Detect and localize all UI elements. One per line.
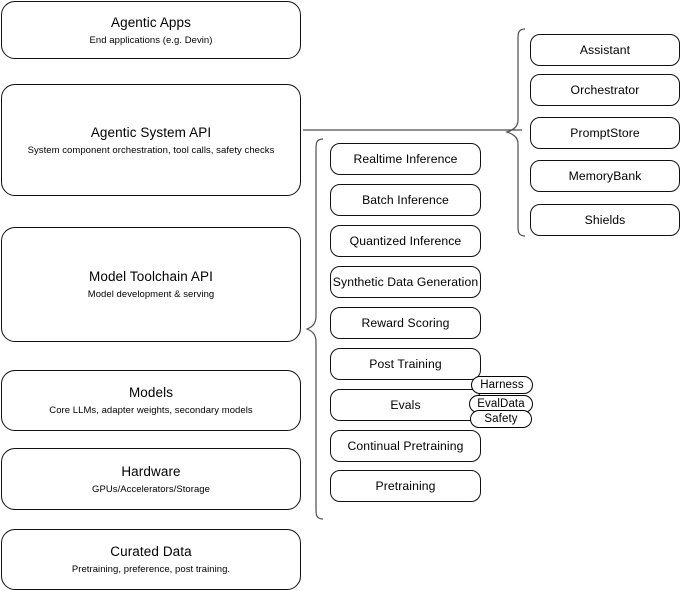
toolchain-item-label: Continual Pretraining — [347, 438, 464, 453]
system-item-assistant[interactable]: Assistant — [530, 34, 680, 66]
system-item-label: MemoryBank — [568, 168, 642, 183]
system-item-promptstore[interactable]: PromptStore — [530, 117, 680, 149]
eval-badge-safety[interactable]: Safety — [470, 410, 532, 428]
toolchain-item-label: Evals — [390, 397, 421, 412]
system-item-label: PromptStore — [570, 125, 640, 140]
toolchain-item-continual-pretraining[interactable]: Continual Pretraining — [330, 430, 481, 462]
layer-box-agentic-apps[interactable]: Agentic Apps End applications (e.g. Devi… — [1, 1, 301, 59]
system-item-shields[interactable]: Shields — [530, 204, 680, 236]
layer-subtitle: Model development & serving — [87, 289, 215, 300]
layer-box-models[interactable]: Models Core LLMs, adapter weights, secon… — [1, 370, 301, 431]
toolchain-item-synthetic-data-generation[interactable]: Synthetic Data Generation — [330, 266, 481, 298]
system-item-label: Shields — [584, 212, 626, 227]
toolchain-item-evals[interactable]: Evals — [330, 389, 481, 421]
toolchain-item-label: Synthetic Data Generation — [332, 274, 479, 289]
layer-title: Model Toolchain API — [89, 269, 213, 284]
toolchain-item-label: Batch Inference — [362, 192, 449, 207]
layer-box-hardware[interactable]: Hardware GPUs/Accelerators/Storage — [1, 448, 301, 510]
toolchain-item-label: Quantized Inference — [349, 233, 462, 248]
brace-model-toolchain — [305, 138, 324, 520]
toolchain-item-label: Reward Scoring — [361, 315, 450, 330]
layer-title: Hardware — [121, 463, 181, 479]
eval-badge-harness[interactable]: Harness — [471, 376, 533, 394]
layer-box-curated-data[interactable]: Curated Data Pretraining, preference, po… — [1, 529, 301, 590]
toolchain-item-pretraining[interactable]: Pretraining — [330, 470, 481, 502]
layer-subtitle: End applications (e.g. Devin) — [89, 34, 213, 46]
layer-subtitle: System component orchestration, tool cal… — [27, 144, 275, 156]
layer-box-agentic-system-api[interactable]: Agentic System API System component orch… — [1, 84, 301, 196]
system-item-label: Orchestrator — [570, 82, 640, 97]
system-item-orchestrator[interactable]: Orchestrator — [530, 74, 680, 106]
layer-title: Curated Data — [110, 544, 192, 559]
system-item-memorybank[interactable]: MemoryBank — [530, 160, 680, 192]
layer-title: Agentic Apps — [110, 14, 191, 30]
eval-badge-label: Harness — [480, 379, 524, 391]
toolchain-item-post-training[interactable]: Post Training — [330, 348, 481, 380]
layer-box-model-toolchain-api[interactable]: Model Toolchain API Model development & … — [1, 227, 301, 342]
toolchain-item-label: Pretraining — [375, 478, 436, 493]
toolchain-item-realtime-inference[interactable]: Realtime Inference — [330, 143, 481, 175]
toolchain-item-reward-scoring[interactable]: Reward Scoring — [330, 307, 481, 339]
toolchain-item-label: Realtime Inference — [353, 151, 458, 166]
system-item-label: Assistant — [579, 42, 631, 57]
toolchain-item-batch-inference[interactable]: Batch Inference — [330, 184, 481, 216]
brace-system-components — [505, 28, 526, 237]
layer-subtitle: Pretraining, preference, post training. — [71, 564, 231, 575]
connector-system-api-to-components — [303, 124, 528, 136]
eval-badge-label: Safety — [484, 413, 518, 425]
eval-badge-label: EvalData — [477, 398, 525, 410]
toolchain-item-label: Post Training — [369, 356, 442, 371]
layer-subtitle: GPUs/Accelerators/Storage — [92, 483, 210, 495]
layer-title: Agentic System API — [90, 124, 212, 140]
toolchain-item-quantized-inference[interactable]: Quantized Inference — [330, 225, 481, 257]
layer-subtitle: Core LLMs, adapter weights, secondary mo… — [49, 405, 253, 416]
layer-title: Models — [128, 385, 174, 400]
